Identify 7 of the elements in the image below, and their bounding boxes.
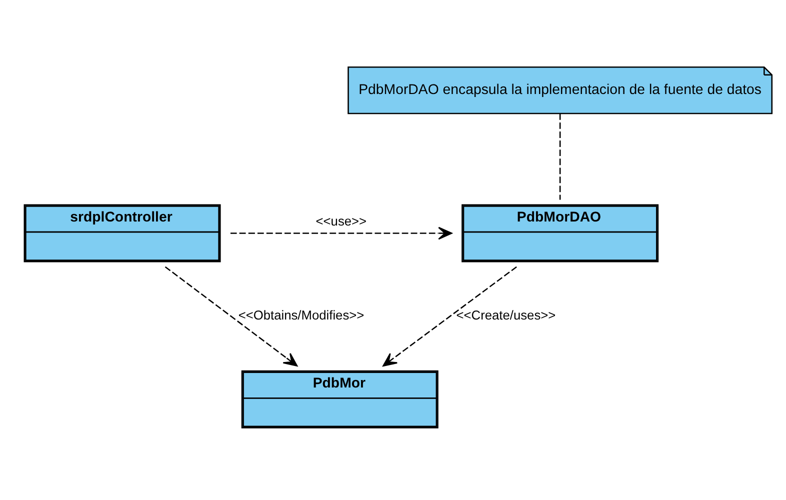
edge-label: <<Obtains/Modifies>> <box>238 308 364 323</box>
arrow <box>164 266 298 366</box>
arrow <box>230 226 452 240</box>
edge-label: <<use>> <box>316 214 367 229</box>
edge-label: <<Create/uses>> <box>456 308 556 323</box>
arrow <box>382 266 517 366</box>
connector <box>559 114 561 200</box>
